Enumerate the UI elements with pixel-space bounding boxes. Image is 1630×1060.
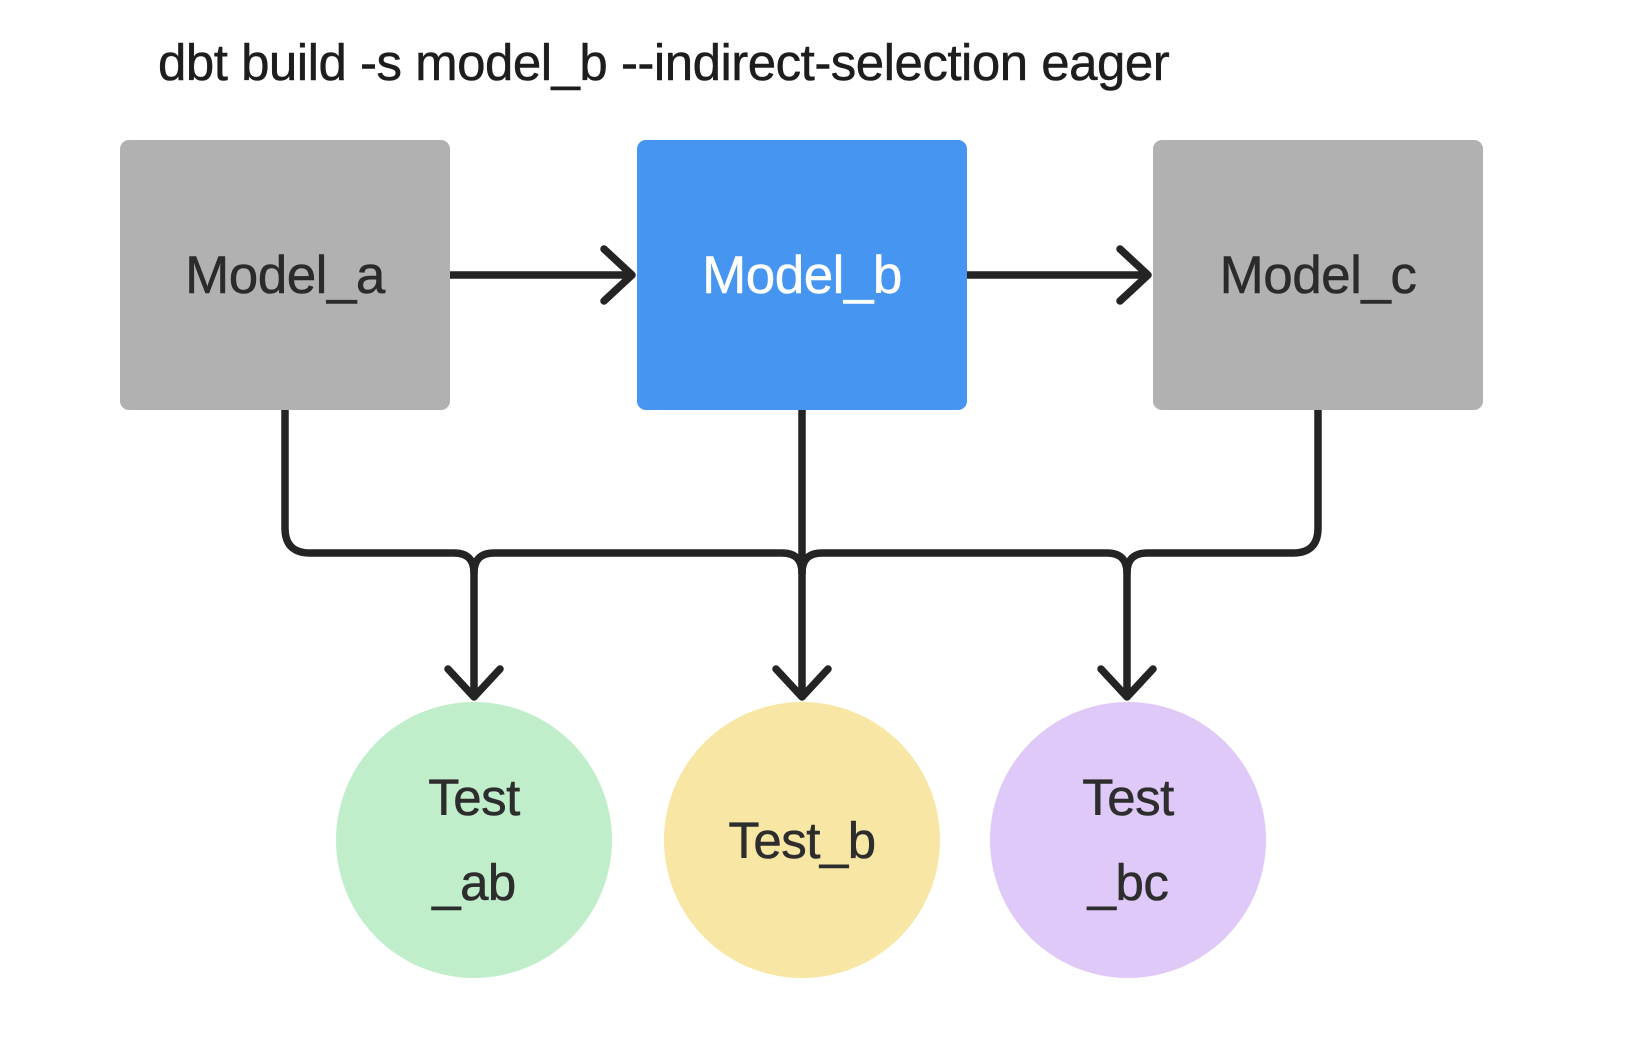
node-model-a: Model_a <box>120 140 450 410</box>
diagram-title: dbt build -s model_b --indirect-selectio… <box>158 34 1170 92</box>
node-model-b: Model_b <box>637 140 967 410</box>
node-test-bc-label-line1: Test <box>1082 769 1175 827</box>
node-model-b-label: Model_b <box>702 245 903 305</box>
node-test-ab-label-line1: Test <box>428 769 521 827</box>
node-test-b-label-line1: Test_b <box>728 811 876 869</box>
edge-model-b-to-model-c-arrow <box>963 245 1152 305</box>
edge-model-b-to-test-b <box>772 406 832 701</box>
node-test-b: Test_b <box>664 702 940 978</box>
node-test-ab-label-line2: _ab <box>432 854 517 912</box>
node-test-bc: Test _bc <box>990 702 1266 978</box>
edge-bus-segment-b-c <box>798 549 1131 577</box>
edge-model-a-to-model-b-arrow <box>446 245 636 305</box>
node-test-ab: Test _ab <box>336 702 612 978</box>
node-model-c-label: Model_c <box>1219 245 1417 305</box>
node-model-c: Model_c <box>1153 140 1483 410</box>
edge-model-c-to-test-bc <box>1097 406 1322 701</box>
node-test-bc-label-line2: _bc <box>1087 854 1169 912</box>
node-model-a-label: Model_a <box>185 245 386 305</box>
edge-bus-segment-a-b <box>470 549 806 577</box>
edge-model-a-to-test-ab <box>281 406 504 701</box>
